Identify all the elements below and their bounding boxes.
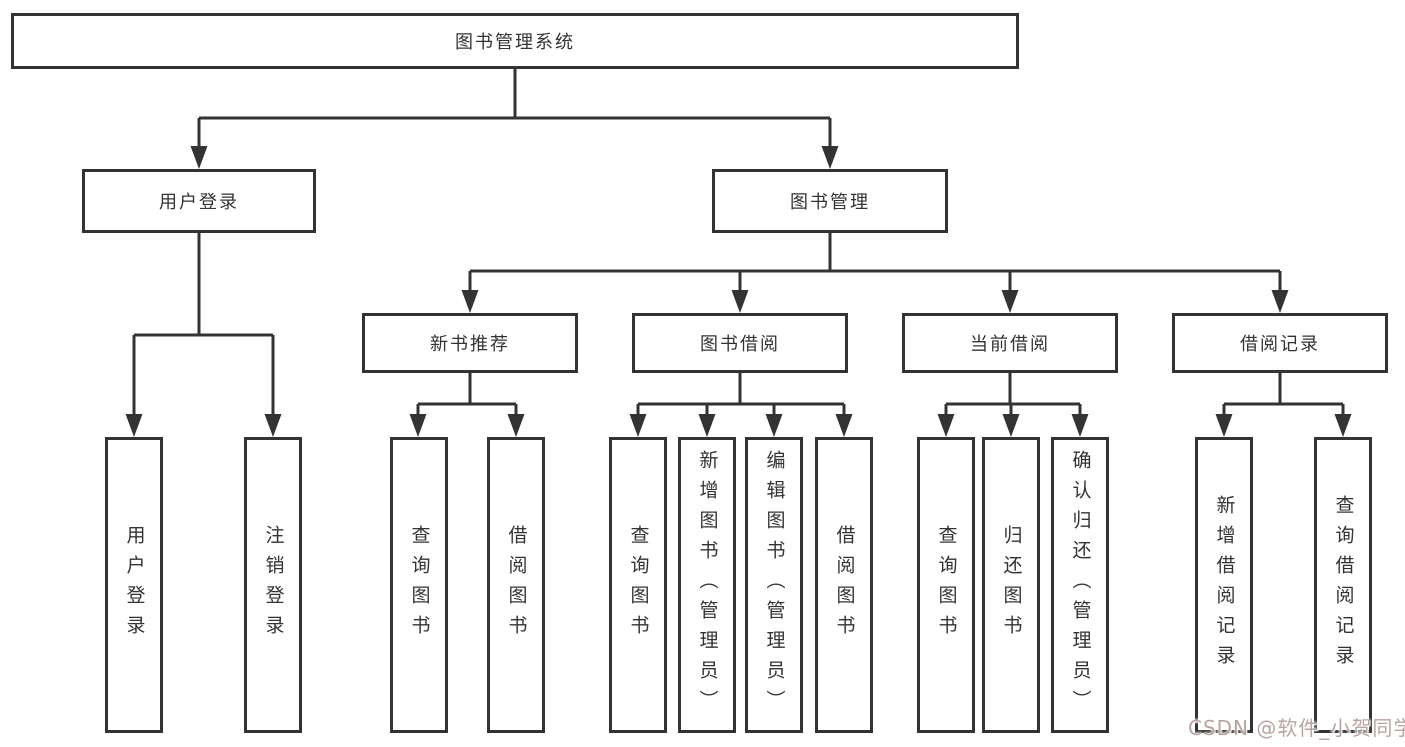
node-label: 图书借阅 (700, 334, 780, 355)
leaf-return-books: 归还图书 (982, 437, 1040, 733)
connector-borrowrecords-to-leaves (1222, 373, 1345, 416)
leaf-query-books-recommend: 查询图书 (390, 437, 448, 733)
node-label: 注销登录 (262, 525, 285, 645)
arrowhead-icon (835, 414, 853, 437)
leaf-add-books-admin: 新增图书（管理员） (678, 437, 736, 733)
connector-bookborrow-to-leaves (636, 373, 846, 416)
node-root-system: 图书管理系统 (11, 13, 1019, 69)
node-label: 查询借阅记录 (1332, 495, 1355, 675)
node-user-login: 用户登录 (82, 169, 316, 233)
arrowhead-icon (507, 414, 525, 437)
node-label: 图书管理系统 (455, 32, 575, 53)
connector-bookmgmt-to-level3 (468, 233, 1282, 292)
leaf-borrow-books-recommend: 借阅图书 (487, 437, 545, 733)
leaf-confirm-return-admin: 确认归还（管理员） (1051, 437, 1109, 733)
arrowhead-icon (1334, 414, 1352, 437)
arrowhead-icon (821, 146, 839, 169)
leaf-logout: 注销登录 (244, 437, 302, 733)
node-borrowing-records: 借阅记录 (1172, 313, 1388, 373)
arrowhead-icon (698, 414, 716, 437)
node-label: 借阅图书 (833, 525, 856, 645)
leaf-edit-books-admin: 编辑图书（管理员） (745, 437, 803, 733)
node-label: 新增借阅记录 (1213, 495, 1236, 675)
connector-userlogin-to-leaves (132, 233, 275, 416)
node-book-borrowing: 图书借阅 (632, 313, 848, 373)
node-label: 归还图书 (1000, 525, 1023, 645)
arrowhead-icon (1002, 414, 1020, 437)
arrowhead-icon (731, 290, 749, 313)
node-label: 查询图书 (408, 525, 431, 645)
node-book-management: 图书管理 (712, 169, 948, 233)
arrowhead-icon (190, 146, 208, 169)
arrowhead-icon (1271, 290, 1289, 313)
arrowhead-icon (125, 414, 143, 437)
node-label: 借阅图书 (505, 525, 528, 645)
node-new-book-recommend: 新书推荐 (362, 313, 578, 373)
node-label: 图书管理 (790, 192, 870, 213)
arrowhead-icon (629, 414, 647, 437)
node-label: 借阅记录 (1240, 334, 1320, 355)
connector-root-to-level2 (197, 69, 832, 148)
arrowhead-icon (409, 414, 427, 437)
arrowhead-icon (264, 414, 282, 437)
arrowhead-icon (1215, 414, 1233, 437)
arrowhead-icon (461, 290, 479, 313)
leaf-user-login: 用户登录 (105, 437, 163, 733)
connector-currentborrow-to-leaves (944, 373, 1082, 416)
node-label: 查询图书 (935, 525, 958, 645)
node-label: 确认归还（管理员） (1069, 450, 1092, 720)
leaf-query-borrow-record: 查询借阅记录 (1314, 437, 1372, 733)
leaf-borrow-books: 借阅图书 (815, 437, 873, 733)
node-current-borrowing: 当前借阅 (902, 313, 1118, 373)
arrowhead-icon (1071, 414, 1089, 437)
node-label: 编辑图书（管理员） (763, 450, 786, 720)
node-label: 当前借阅 (970, 334, 1050, 355)
node-label: 用户登录 (123, 525, 146, 645)
node-label: 新增图书（管理员） (696, 450, 719, 720)
watermark-text: CSDN @软件_小贺同学 (1188, 716, 1405, 740)
arrowhead-icon (765, 414, 783, 437)
leaf-query-books-current: 查询图书 (917, 437, 975, 733)
arrowhead-icon (937, 414, 955, 437)
leaf-query-books-borrow: 查询图书 (609, 437, 667, 733)
node-label: 查询图书 (627, 525, 650, 645)
node-label: 用户登录 (159, 192, 239, 213)
connector-newbookrec-to-leaves (416, 373, 518, 416)
leaf-add-borrow-record: 新增借阅记录 (1195, 437, 1253, 733)
node-label: 新书推荐 (430, 334, 510, 355)
arrowhead-icon (1001, 290, 1019, 313)
